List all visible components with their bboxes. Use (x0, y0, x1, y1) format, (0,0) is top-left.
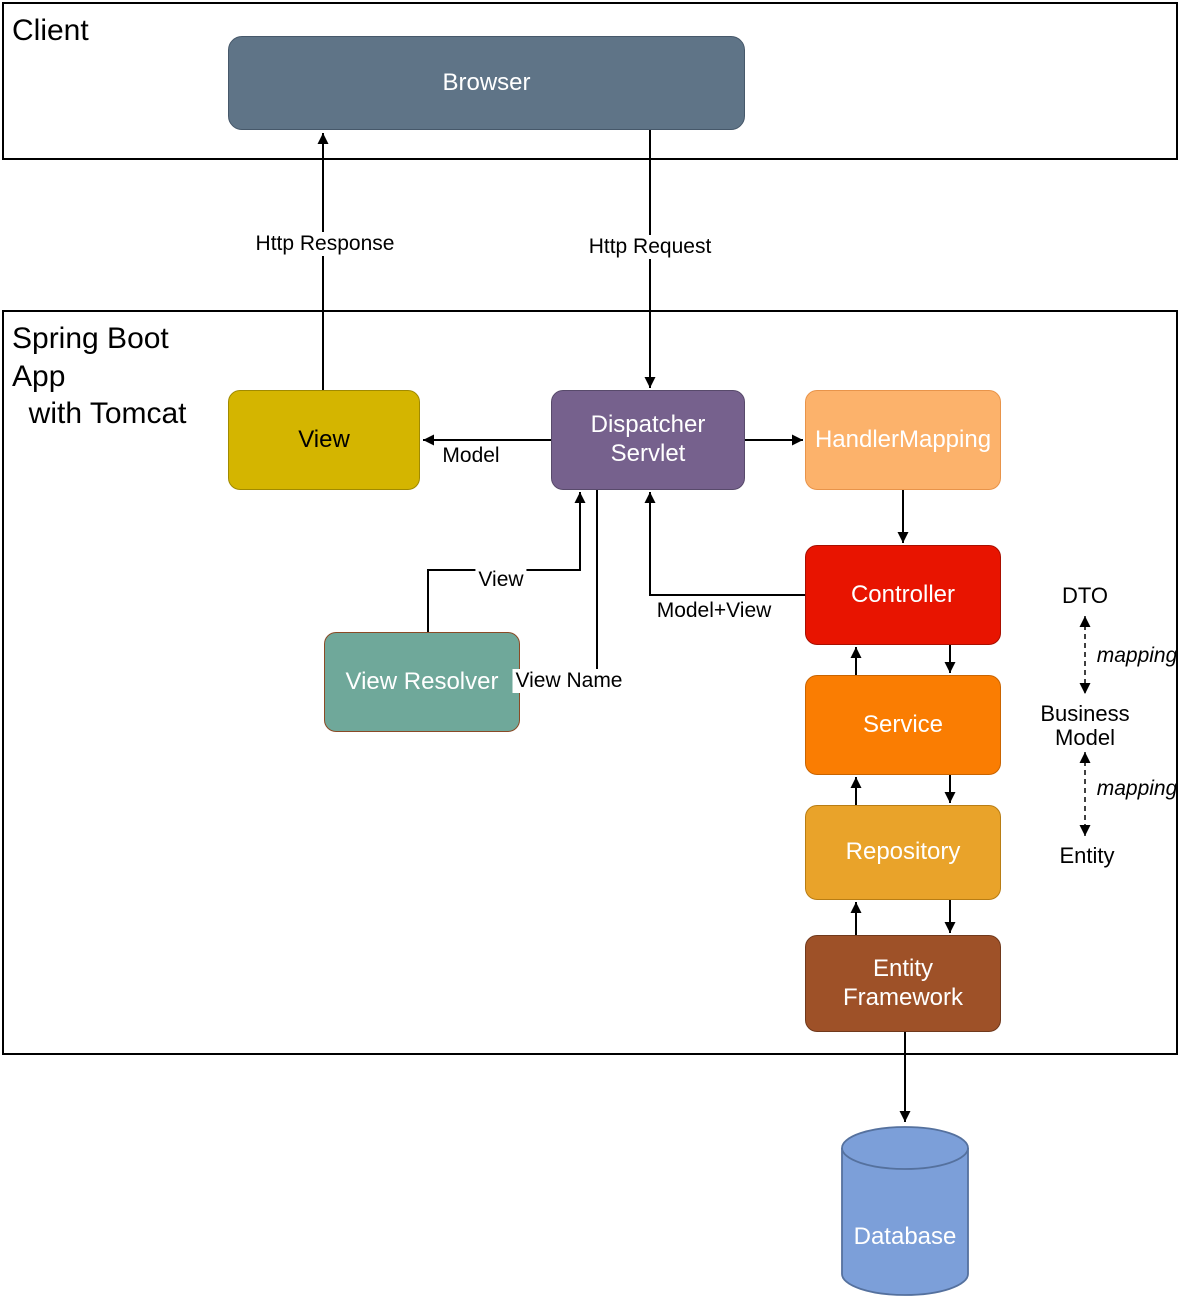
node-repository: Repository (805, 805, 1001, 900)
node-service-label: Service (862, 710, 944, 738)
node-database-label: Database (853, 1223, 957, 1250)
database-cylinder-rim (841, 1147, 969, 1170)
node-handler-mapping: HandlerMapping (805, 390, 1001, 490)
node-view-label: View (298, 425, 350, 453)
node-database: Database (841, 1125, 969, 1297)
node-service: Service (805, 675, 1001, 775)
annotation-business-model: Business Model (1040, 700, 1130, 750)
edge-label-http-response: Http Response (252, 232, 398, 256)
node-browser: Browser (228, 36, 745, 130)
database-cylinder-body (841, 1126, 969, 1296)
edge-label-view: View (475, 568, 527, 592)
spring-boot-section: Spring Boot App with Tomcat (2, 310, 1178, 1055)
node-view-resolver: View Resolver (324, 632, 520, 732)
edge-label-http-request: Http Request (585, 235, 715, 259)
node-dispatcher-servlet: Dispatcher Servlet (551, 390, 745, 490)
node-entity-framework: Entity Framework (805, 935, 1001, 1032)
node-entity-framework-label: Entity Framework (842, 954, 963, 1011)
edge-label-view-name: View Name (512, 669, 626, 693)
node-handler-mapping-label: HandlerMapping (814, 425, 992, 453)
client-section: Client (2, 2, 1178, 160)
annotation-dto: DTO (1061, 583, 1109, 608)
node-repository-label: Repository (845, 838, 961, 866)
edge-label-model: Model (439, 444, 503, 468)
node-controller: Controller (805, 545, 1001, 645)
client-section-label: Client (12, 14, 89, 47)
spring-boot-section-label: Spring Boot App with Tomcat (12, 322, 187, 430)
node-controller-label: Controller (850, 580, 956, 608)
node-browser-label: Browser (442, 68, 531, 96)
edge-label-model-view: Model+View (653, 599, 775, 623)
node-dispatcher-servlet-label: Dispatcher Servlet (590, 411, 706, 467)
annotation-entity: Entity (1059, 843, 1115, 868)
node-view: View (228, 390, 420, 490)
database-cylinder-icon (841, 1126, 969, 1296)
node-view-resolver-label: View Resolver (345, 667, 499, 695)
annotation-mapping-bottom: mapping (1096, 777, 1178, 800)
annotation-mapping-top: mapping (1096, 644, 1178, 667)
